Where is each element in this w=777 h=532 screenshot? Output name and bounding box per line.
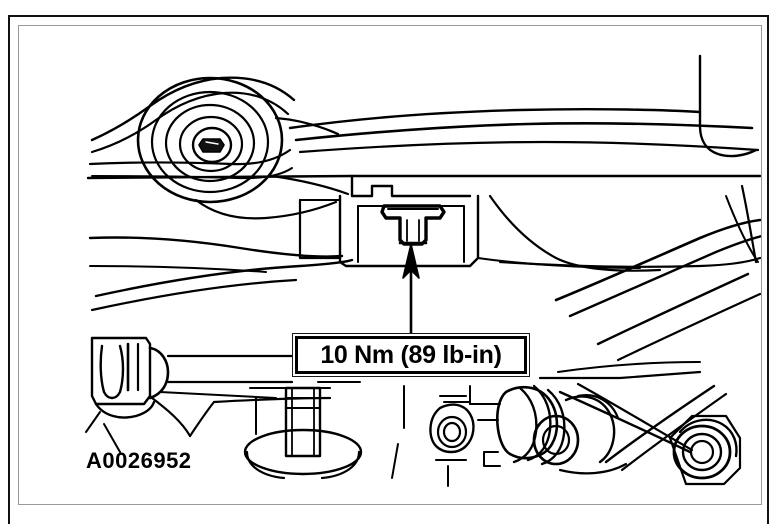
torque-value-label: 10 Nm (89 lb-in) (320, 340, 502, 369)
hose-fittings-group (429, 384, 742, 487)
figure-id-label: A0026952 (86, 448, 192, 473)
callout-leader-stems (317, 381, 471, 479)
torque-callout-inner: 10 Nm (89 lb-in) (295, 336, 527, 374)
torque-callout-box: 10 Nm (89 lb-in) (292, 333, 530, 377)
right-panel-curves (477, 54, 761, 272)
diagonal-subframe-members (538, 218, 761, 472)
mounting-bracket-group (298, 174, 480, 268)
control-arm-bushing-group (88, 76, 350, 220)
hose-clamp-group (85, 336, 170, 433)
torque-leader-arrow (402, 243, 420, 335)
body-panel-rails (86, 107, 761, 180)
stud-boss-group (243, 386, 363, 480)
floor-contours (88, 236, 354, 312)
